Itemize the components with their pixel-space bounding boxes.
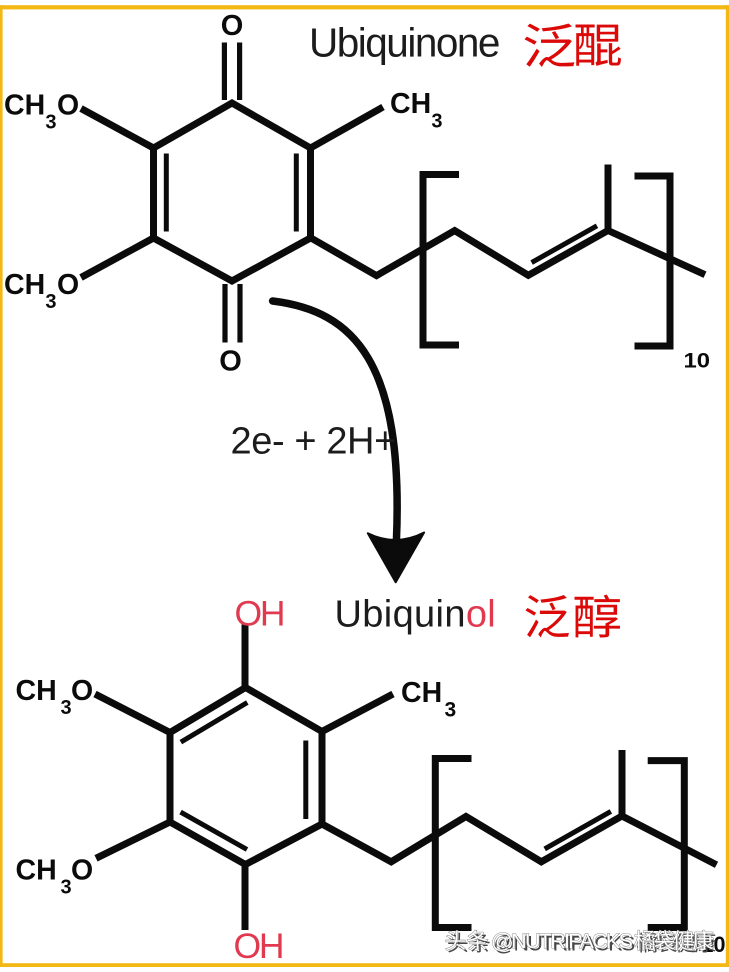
svg-text:3: 3 bbox=[45, 291, 56, 313]
svg-text:3: 3 bbox=[431, 111, 442, 133]
svg-text:3: 3 bbox=[445, 699, 457, 722]
svg-text:CH: CH bbox=[16, 855, 57, 887]
svg-text:2e- + 2H+: 2e- + 2H+ bbox=[231, 421, 396, 463]
svg-text:O: O bbox=[71, 675, 93, 707]
svg-text:O: O bbox=[57, 90, 79, 122]
svg-text:Ubiquinone: Ubiquinone bbox=[309, 20, 499, 66]
svg-text:O: O bbox=[57, 269, 79, 301]
svg-text:O: O bbox=[219, 346, 242, 378]
svg-text:3: 3 bbox=[61, 697, 72, 719]
svg-text:CH: CH bbox=[401, 677, 442, 709]
svg-text:CH: CH bbox=[4, 90, 45, 122]
svg-text:10: 10 bbox=[684, 349, 711, 373]
svg-text:O: O bbox=[71, 855, 93, 887]
svg-text:@NUTRIPACKS: @NUTRIPACKS bbox=[491, 929, 632, 953]
svg-text:Ubiquinol: Ubiquinol bbox=[335, 594, 497, 636]
svg-text:OH: OH bbox=[234, 926, 283, 966]
svg-text:CH: CH bbox=[16, 675, 57, 707]
svg-text:OH: OH bbox=[235, 594, 284, 634]
svg-text:CH: CH bbox=[4, 269, 45, 301]
svg-text:@NUTRIPACKS: @NUTRIPACKS bbox=[493, 932, 634, 956]
svg-text:O: O bbox=[221, 10, 244, 42]
svg-text:CH: CH bbox=[390, 88, 431, 120]
svg-text:3: 3 bbox=[45, 112, 56, 134]
svg-text:3: 3 bbox=[61, 877, 72, 899]
